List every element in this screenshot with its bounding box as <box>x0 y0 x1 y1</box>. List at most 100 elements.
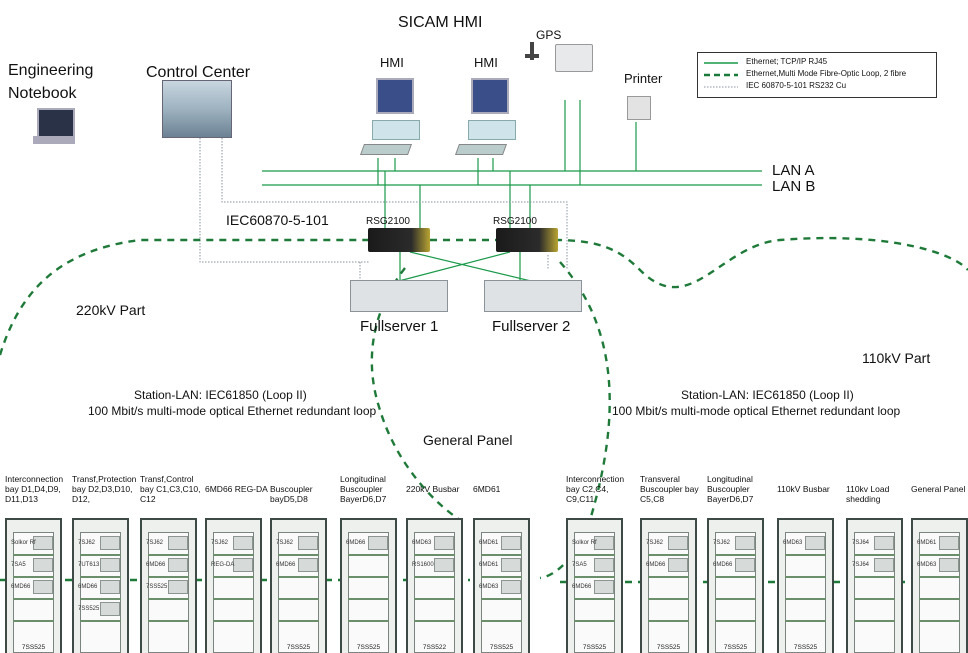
cabinet-device-label: 7SJ62 <box>78 540 96 546</box>
cabinet-header: 6MD61 <box>473 484 501 494</box>
cabinet-shelf <box>785 620 826 622</box>
cabinet-header: 110kv Load shedding <box>846 484 890 504</box>
fibre-loop-mid <box>430 236 968 289</box>
cabinet-shelf <box>854 620 895 622</box>
hmi-keyboard-icon-2 <box>454 144 508 155</box>
cabinet-device <box>501 580 521 594</box>
cabinet-shelf <box>13 554 54 556</box>
engineering-notebook-label-1: Engineering <box>8 62 94 79</box>
cabinet-shelf <box>481 554 522 556</box>
cabinet-shelf <box>481 576 522 578</box>
cabinet-shelf <box>715 620 756 622</box>
hmi-pc-icon-1 <box>372 120 420 140</box>
fibre-loop-general <box>370 267 461 521</box>
cabinet-bottom-label: 7SS525 <box>656 644 681 651</box>
cabinet-shelf <box>574 598 615 600</box>
hmi-monitor-icon-2 <box>471 78 509 114</box>
cabinet-device-label: 7SJ62 <box>713 540 731 546</box>
general-panel-label: General Panel <box>423 432 513 448</box>
cabinet-device-label: REG-DA <box>211 562 235 568</box>
cabinet-bottom-label: 7SS525 <box>286 644 311 651</box>
gps-label: GPS <box>536 28 562 42</box>
cabinet-bottom-label: 7SS525 <box>489 644 514 651</box>
cabinet-shelf <box>481 598 522 600</box>
station-lan-left-1: Station-LAN: IEC61850 (Loop II) <box>134 388 307 402</box>
cabinet-bottom-label: 7SS525 <box>21 644 46 651</box>
cabinet-shelf <box>715 598 756 600</box>
legend-item-rs232: IEC 60870-5-101 RS232 Cu <box>746 81 847 90</box>
cabinet-header: 110kV Busbar <box>777 484 830 494</box>
legend-item-ethernet: Ethernet; TCP/IP RJ45 <box>746 57 828 66</box>
control-center-label: Control Center <box>146 64 251 81</box>
cabinet-device <box>874 558 894 572</box>
cabinet-header: Longitudinal Buscoupler BayerD6,D7 <box>707 474 754 504</box>
hmi-monitor-icon-1 <box>376 78 414 114</box>
cabinet-device <box>168 558 188 572</box>
fibre-loop-220 <box>0 238 370 356</box>
cabinet-shelf <box>278 620 319 622</box>
cabinet-bottom-label: 7SS522 <box>422 644 447 651</box>
switch-label-2: RSG2100 <box>493 216 537 227</box>
cabinet: 6MD61 6MD61 6MD63 7SS525 <box>473 518 530 653</box>
cabinet-device-label: 6MD66 <box>646 562 666 568</box>
cabinet-device-label: 7UT613 <box>78 562 100 568</box>
cabinet-header: Transf,Protection bay D2,D3,D10, D12, <box>72 474 137 504</box>
cabinet-device <box>368 536 388 550</box>
cabinet-device <box>501 558 521 572</box>
page-title: SICAM HMI <box>398 14 483 31</box>
cabinet-device <box>33 558 53 572</box>
part-220-label: 220kV Part <box>76 302 146 318</box>
cabinet-shelf <box>278 554 319 556</box>
cabinet-shelf <box>785 598 826 600</box>
cabinet-shelf <box>213 598 254 600</box>
cabinet-device <box>594 558 614 572</box>
cabinet-header: General Panel <box>911 484 966 494</box>
cabinet-device <box>233 558 253 572</box>
cabinet-device-label: 7SJ64 <box>852 562 870 568</box>
cabinet-bottom-label: 7SS525 <box>356 644 381 651</box>
switch-icon-2 <box>496 228 558 252</box>
part-110-label: 110kV Part <box>862 350 931 366</box>
cabinet-device-label: 6MD63 <box>917 562 937 568</box>
cabinet-shelf <box>919 620 960 622</box>
cabinet-header: Transveral Buscoupler bay C5,C8 <box>640 474 699 504</box>
cabinet-device <box>33 580 53 594</box>
cabinet-device <box>233 536 253 550</box>
cabinet-shelf <box>785 576 826 578</box>
cabinet-header: Longitudinal Buscoupler BayerD6,D7 <box>340 474 387 504</box>
gps-icon <box>555 44 593 72</box>
cabinet-shelf <box>414 620 455 622</box>
cabinet-device-label: 7SA5 <box>572 562 587 568</box>
cabinet-device <box>735 536 755 550</box>
cabinet-shelf <box>213 576 254 578</box>
cabinet-shelf <box>414 554 455 556</box>
cabinet-shelf <box>854 554 895 556</box>
cabinet-device-label: 6MD66 <box>572 584 592 590</box>
station-lan-right-2: 100 Mbit/s multi-mode optical Ethernet r… <box>612 404 901 418</box>
cabinet-device <box>100 558 120 572</box>
cabinet-device <box>668 536 688 550</box>
lan-a-label: LAN A <box>772 162 815 179</box>
cabinet-shelf <box>13 620 54 622</box>
cabinet-device-label: RS1600 <box>412 562 434 568</box>
cabinet-device-label: 6MD63 <box>479 584 499 590</box>
cabinet-device-label: 6MD61 <box>479 562 499 568</box>
fullserver-icon-2 <box>484 280 582 312</box>
cabinet-shelf <box>348 576 389 578</box>
lan-b-label: LAN B <box>772 178 816 195</box>
cabinet-shelf <box>148 620 189 622</box>
cabinet-shelf <box>648 554 689 556</box>
cabinet-device <box>434 536 454 550</box>
cabinet-device-label: 6MD61 <box>479 540 499 546</box>
cabinet-shelf <box>854 598 895 600</box>
notebook-icon <box>37 108 75 138</box>
cabinet-shelf <box>785 554 826 556</box>
cabinet-shelf <box>80 554 121 556</box>
cabinet-device <box>594 580 614 594</box>
cabinet-device <box>501 536 521 550</box>
cabinet-device-label: Solkor Rf <box>572 540 597 546</box>
